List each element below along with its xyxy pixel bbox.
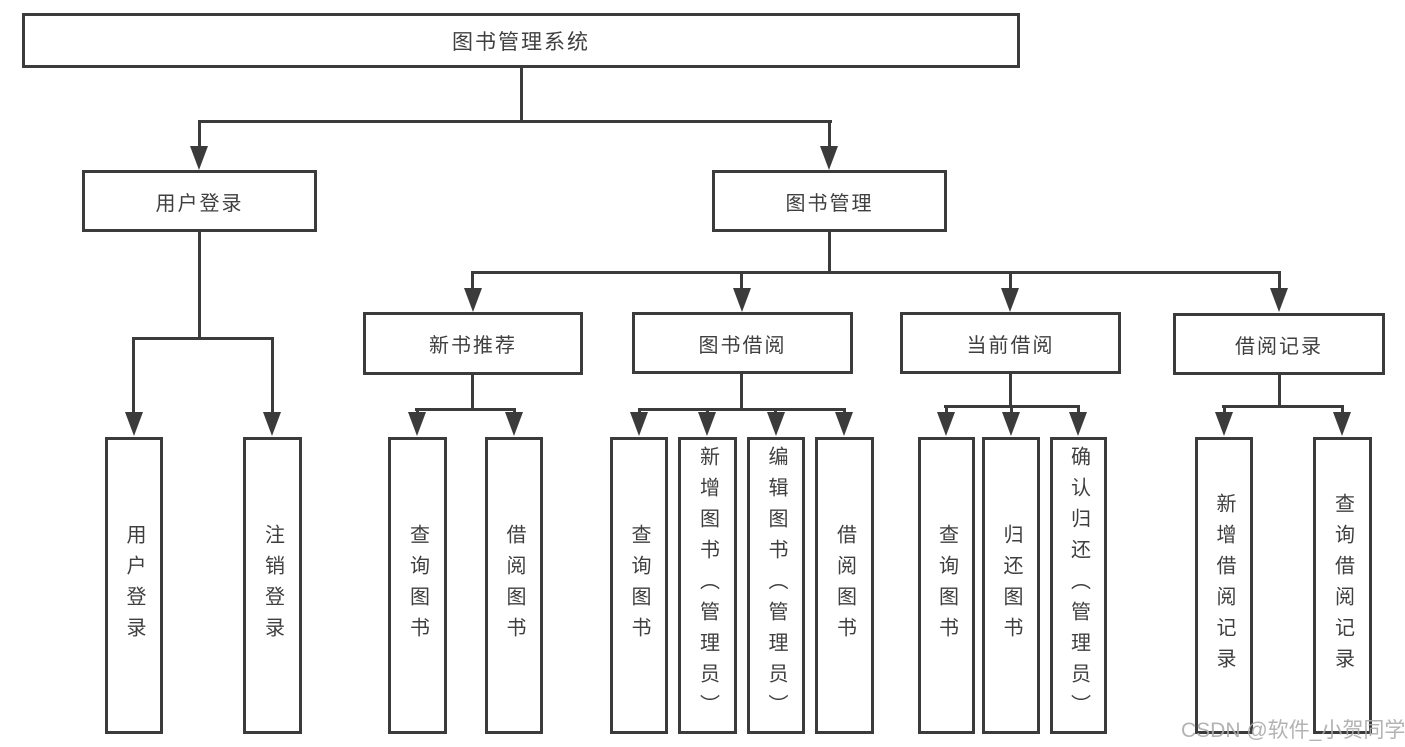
leaf-add-borrow-record: 新增借阅记录 [1195,437,1253,734]
leaf-user-login: 用户登录 [105,437,163,734]
leaf-logout: 注销登录 [243,437,302,734]
connector-line [1278,375,1281,408]
node-label: 当前借阅 [966,334,1055,357]
connector-line [198,120,201,148]
node-label: 用户登录 [155,192,244,215]
leaf-confirm-return-admin: 确认归还（管理员） [1050,437,1107,734]
connector-line [471,271,474,291]
leaf-label: 注销登录 [261,523,284,648]
arrow-down-icon [937,412,955,436]
connector-line [1341,405,1344,416]
arrow-down-icon [190,146,208,170]
connector-line [471,375,474,411]
connector-line [638,408,846,411]
connector-line [740,374,743,411]
arrow-down-icon [698,412,716,436]
connector-line [198,232,201,340]
connector-line [415,408,516,411]
connector-line [828,120,831,148]
leaf-label: 新增借阅记录 [1213,492,1235,679]
node-label: 图书借阅 [698,334,787,357]
leaf-borrow-books-2: 借阅图书 [815,437,874,734]
node-label: 借阅记录 [1235,335,1323,358]
leaf-label: 编辑图书（管理员） [765,446,787,725]
arrow-down-icon [630,412,648,436]
leaf-label: 查询图书 [935,523,958,648]
connector-line [471,271,1281,274]
arrow-down-icon [1270,288,1288,312]
leaf-label: 借阅图书 [833,523,856,648]
leaf-label: 用户登录 [123,523,145,648]
arrow-down-icon [835,412,853,436]
node-book-management: 图书管理 [712,170,947,232]
node-label: 新书推荐 [429,335,517,357]
connector-line [1278,271,1281,291]
arrow-down-icon [1069,412,1087,436]
node-current-borrow: 当前借阅 [900,312,1121,374]
node-label: 图书管理系统 [452,30,590,54]
connector-line [1222,405,1344,408]
arrow-down-icon [263,412,281,436]
connector-line [132,337,274,340]
leaf-label: 查询图书 [406,523,429,648]
arrow-down-icon [125,412,143,436]
leaf-borrow-books-1: 借阅图书 [485,437,543,734]
connector-line [945,405,948,416]
connector-line [198,120,832,123]
node-new-book-recommend: 新书推荐 [363,312,583,375]
leaf-label: 确认归还（管理员） [1067,446,1090,725]
arrow-down-icon [820,146,838,170]
node-label: 图书管理 [785,192,874,215]
leaf-label: 查询借阅记录 [1331,492,1354,679]
node-book-borrow: 图书借阅 [632,312,853,374]
leaf-return-book: 归还图书 [982,437,1040,734]
node-borrow-records: 借阅记录 [1173,313,1385,375]
connector-line [740,271,743,291]
connector-line [132,337,135,415]
arrow-down-icon [1002,412,1020,436]
connector-line [1009,374,1012,408]
leaf-search-books-1: 查询图书 [388,437,447,734]
arrow-down-icon [408,412,426,436]
leaf-label: 查询图书 [628,523,650,648]
arrow-down-icon [733,288,751,312]
leaf-add-book-admin: 新增图书（管理员） [678,437,737,734]
connector-line [1077,405,1080,416]
leaf-search-borrow-record: 查询借阅记录 [1313,437,1372,734]
arrow-down-icon [1215,412,1233,436]
arrow-down-icon [1333,412,1351,436]
leaf-edit-book-admin: 编辑图书（管理员） [747,437,805,734]
leaf-search-books-2: 查询图书 [610,437,668,734]
connector-line [828,232,831,274]
leaf-label: 新增图书（管理员） [696,446,719,725]
connector-line [1009,271,1012,291]
connector-line [1223,405,1226,416]
node-user-login: 用户登录 [82,170,317,232]
arrow-down-icon [1001,288,1019,312]
connector-line [271,337,274,415]
node-library-management-system: 图书管理系统 [22,13,1020,68]
csdn-watermark: CSDN @软件_小贺同学 [1181,719,1405,742]
arrow-down-icon [464,288,482,312]
arrow-down-icon [767,412,785,436]
leaf-label: 借阅图书 [503,523,525,648]
connector-line [1010,405,1013,416]
leaf-label: 归还图书 [1000,523,1022,648]
arrow-down-icon [505,412,523,436]
connector-line [520,68,523,123]
leaf-search-books-3: 查询图书 [918,437,975,734]
